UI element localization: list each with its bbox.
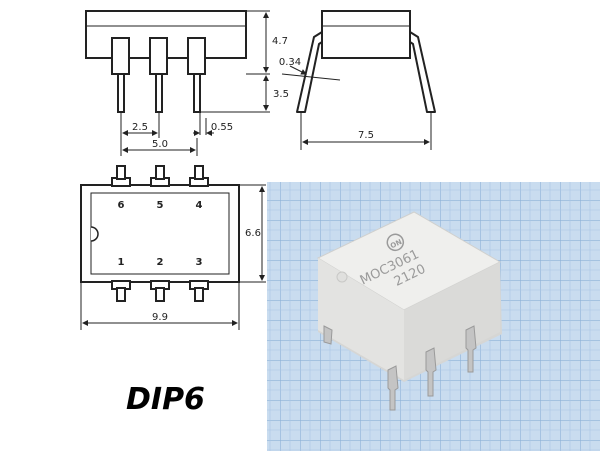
side-leads	[296, 31, 436, 113]
top-view: 6 5 4 1 2 3 6.6 9.9	[80, 165, 266, 330]
front-view: 4.7 3.5 2.5 0.55 5.0	[85, 10, 289, 156]
dim-pin-width: 0.55	[211, 122, 233, 133]
dim-lead-span: 7.5	[358, 130, 374, 141]
on-logo-icon	[386, 233, 405, 252]
component-photo: ON MOC3061 2120	[267, 182, 600, 451]
pin1-notch	[90, 226, 99, 242]
side-body	[321, 10, 411, 59]
side-view: 0.34 7.5	[279, 10, 436, 150]
chip-body	[316, 211, 502, 382]
front-pins	[111, 37, 206, 113]
chip-leads	[323, 325, 477, 411]
dim-pin-pitch: 2.5	[132, 122, 148, 133]
dim-row-span: 5.0	[152, 139, 168, 150]
pin-label-1: 1	[118, 257, 125, 268]
pin-label-5: 5	[157, 200, 164, 211]
dim-pin-length: 3.5	[273, 89, 289, 100]
top-view-pins	[111, 165, 209, 302]
dim-lead-thickness: 0.34	[279, 57, 301, 68]
pin-label-6: 6	[118, 200, 125, 211]
pin-label-3: 3	[196, 257, 203, 268]
dim-body-width: 6.6	[245, 228, 261, 239]
package-label: DIP6	[126, 382, 205, 417]
top-body-outline	[80, 184, 240, 283]
pin1-dot	[336, 271, 348, 283]
pin-label-4: 4	[196, 200, 203, 211]
dim-body-height: 4.7	[272, 36, 288, 47]
pin-label-2: 2	[157, 257, 164, 268]
dim-body-length: 9.9	[152, 312, 168, 323]
